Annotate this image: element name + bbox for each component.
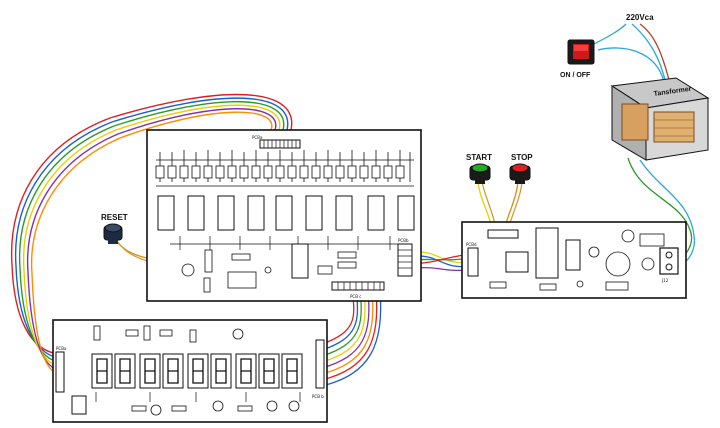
power-relay — [639, 233, 665, 247]
ribbon-wire-4 — [22, 104, 281, 367]
display-res-7 — [171, 405, 187, 412]
main-bottom-connector — [331, 281, 385, 291]
power-res-2 — [539, 283, 557, 291]
ic-2 — [187, 195, 205, 231]
main-bottom-connector-label: PCB c — [350, 294, 361, 299]
switch-label: ON / OFF — [560, 72, 591, 79]
display-board: PCBa PCB b — [52, 319, 328, 423]
ribbon-b-wire-7 — [321, 289, 378, 381]
power-terminal — [659, 247, 679, 275]
display-right-connector-label: PCB b — [312, 394, 324, 399]
display-res-4 — [189, 329, 197, 343]
display-res-6 — [131, 405, 147, 412]
display-left-connector-label: PCBa — [56, 346, 67, 351]
power-board: PCBd J12 — [461, 221, 687, 299]
main-top-connector-label: PCBa — [252, 135, 263, 140]
mains-wire-red — [639, 23, 671, 85]
transformer: Tansformer — [610, 77, 710, 161]
power-bridge — [641, 257, 655, 271]
display-ic-bottom — [71, 395, 87, 415]
mains-label: 220Vca — [626, 13, 654, 22]
transformer-coil — [621, 103, 649, 141]
reset-button[interactable] — [103, 223, 123, 244]
main-board: PCBa — [146, 129, 422, 302]
display-transistor-2 — [150, 404, 162, 416]
power-button-header — [487, 229, 519, 239]
ribbon-b-wire-8 — [321, 289, 382, 387]
display-transistor-3 — [212, 400, 224, 412]
power-terminal-label: J12 — [661, 278, 669, 283]
power-ic-2 — [565, 239, 581, 271]
main-res-lower-2 — [337, 251, 357, 259]
ic-9 — [397, 195, 415, 231]
display-transistor-1 — [232, 328, 244, 340]
ic-5 — [275, 195, 293, 231]
display-left-connector — [55, 351, 65, 393]
main-right-connector-label: PCBb — [398, 238, 409, 243]
ic-6 — [305, 195, 323, 231]
display-transistor-5 — [288, 400, 300, 412]
display-res-5 — [143, 325, 151, 341]
power-wires — [589, 23, 696, 265]
ribbon-wire-1 — [10, 93, 293, 355]
power-left-connector — [467, 247, 479, 277]
stop-button[interactable] — [509, 163, 531, 184]
power-pot — [588, 246, 600, 258]
ribbon-b-wire-4 — [321, 289, 366, 363]
power-cap-small — [621, 229, 635, 243]
ribbon-b-wire-6 — [321, 289, 374, 375]
secondary-wire-blue — [639, 159, 696, 265]
display-res-3 — [159, 329, 173, 337]
display-res-1 — [93, 325, 101, 341]
start-button[interactable] — [469, 163, 491, 184]
power-regulator — [605, 281, 629, 291]
ribbon-bottom-to-display — [321, 289, 382, 387]
ic-1 — [157, 195, 175, 231]
ribbon-wire-5 — [26, 108, 277, 371]
power-cap-large — [605, 251, 631, 277]
ribbon-wire-3 — [18, 101, 285, 363]
power-led — [576, 280, 584, 288]
mains-wire-blue-1 — [589, 23, 627, 47]
ribbon-wire-6 — [30, 111, 273, 375]
main-crystal — [227, 271, 257, 289]
power-ic-main — [535, 227, 559, 279]
main-capacitor — [181, 263, 195, 277]
ic-4 — [247, 195, 265, 231]
power-res-1 — [489, 281, 507, 289]
display-transistor-4 — [266, 400, 278, 412]
main-top-resistors — [155, 165, 405, 179]
display-right-connector — [315, 339, 325, 389]
display-digits — [91, 353, 303, 389]
main-trimmer — [204, 249, 213, 273]
main-res-lower-1 — [231, 253, 251, 261]
main-right-connector — [397, 243, 413, 277]
ribbon-top-to-display — [10, 93, 293, 375]
start-label: START — [466, 153, 492, 162]
secondary-wire-green — [627, 157, 693, 259]
main-regulator — [317, 265, 333, 275]
ic-8 — [367, 195, 385, 231]
ic-7 — [335, 195, 353, 231]
reset-label: RESET — [101, 213, 128, 222]
main-res-lower-3 — [337, 261, 357, 269]
main-ic-lower — [291, 243, 309, 279]
main-diode — [203, 277, 211, 293]
ic-3 — [217, 195, 235, 231]
display-res-8 — [237, 405, 253, 412]
power-switch[interactable] — [567, 39, 595, 65]
main-led — [264, 266, 272, 274]
ribbon-b-wire-5 — [321, 289, 370, 369]
mains-wire-blue-2 — [597, 47, 665, 83]
ribbon-wire-2 — [14, 97, 289, 359]
power-ic-1 — [505, 251, 529, 273]
display-res-2 — [125, 329, 139, 337]
mains-wire-blue-3 — [631, 23, 667, 85]
main-ic-row — [157, 195, 415, 231]
power-left-connector-label: PCBd — [466, 242, 477, 247]
stop-label: STOP — [511, 153, 533, 162]
